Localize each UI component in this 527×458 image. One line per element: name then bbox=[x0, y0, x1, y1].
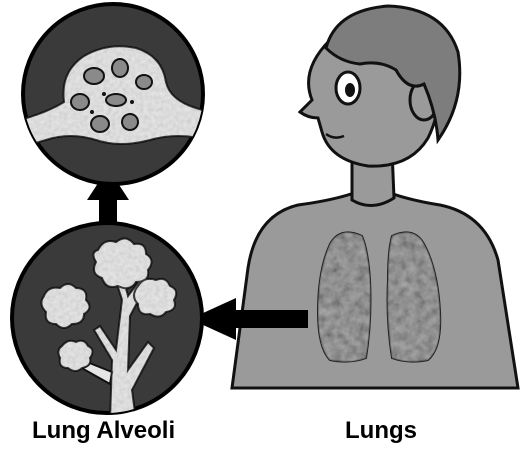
label-lung-alveoli: Lung Alveoli bbox=[32, 417, 175, 445]
torso bbox=[232, 185, 518, 388]
alveolus-magnified-circle bbox=[18, 4, 208, 184]
person-figure bbox=[232, 6, 518, 388]
bronchi-magnified-circle bbox=[12, 223, 202, 420]
pupil bbox=[345, 83, 355, 97]
label-lungs: Lungs bbox=[345, 417, 417, 445]
